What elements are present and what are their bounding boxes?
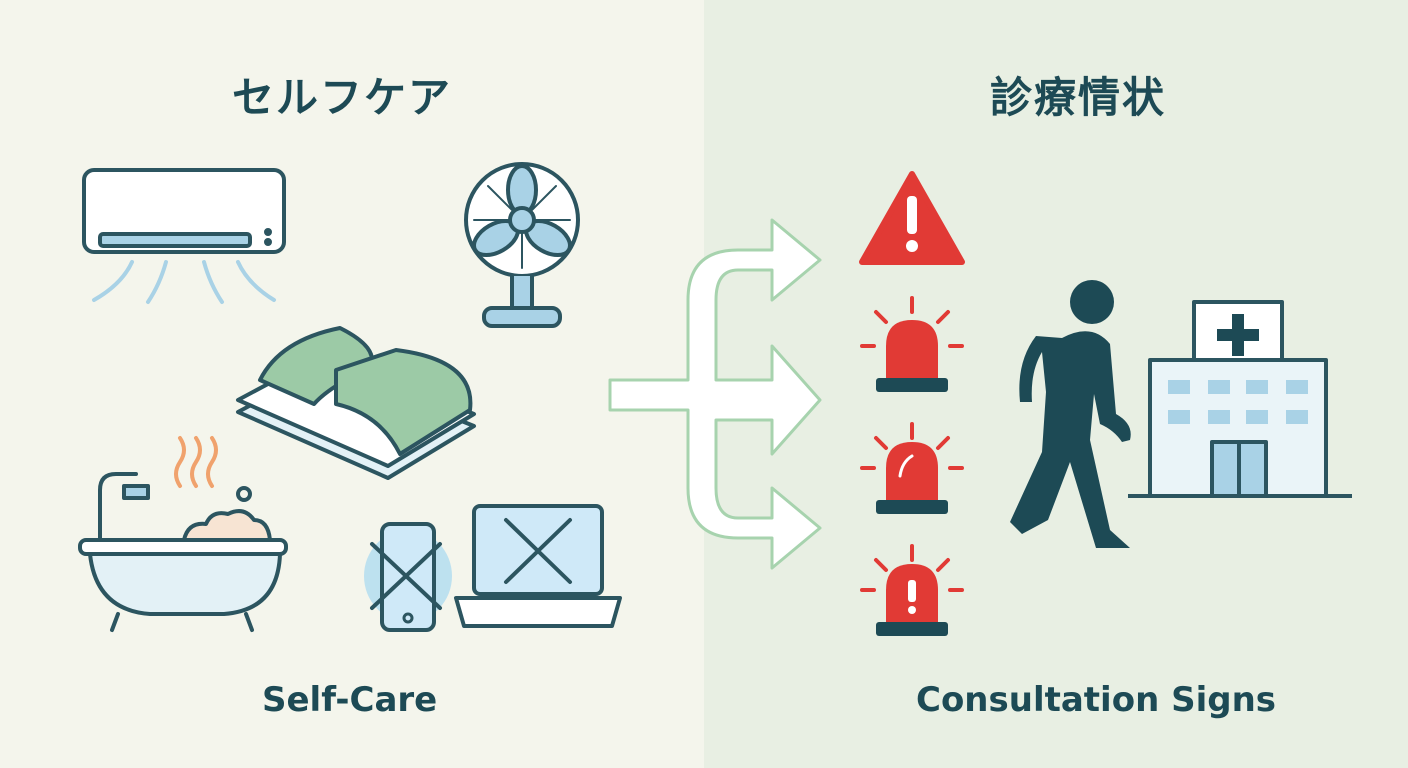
warning-triangle-icon [859, 171, 965, 265]
consultation-title-en: Consultation Signs [916, 680, 1277, 720]
siren-icon [860, 296, 964, 392]
air-conditioner-icon [82, 168, 286, 304]
hospital-icon [1128, 300, 1352, 498]
smartphone-crossed-icon [364, 522, 452, 632]
siren-alert-icon [860, 544, 964, 636]
laptop-crossed-icon [454, 504, 622, 628]
unwell-person-icon [1010, 280, 1131, 548]
siren-icon [860, 422, 964, 514]
bedding-icon [236, 326, 476, 480]
branching-arrow [608, 218, 822, 570]
electric-fan-icon [464, 162, 580, 328]
self-care-title-en: Self-Care [262, 680, 438, 720]
self-care-title-jp: セルフケア [232, 73, 453, 122]
consultation-title-jp: 診療情状 [990, 73, 1167, 122]
bathtub-icon [78, 436, 288, 632]
